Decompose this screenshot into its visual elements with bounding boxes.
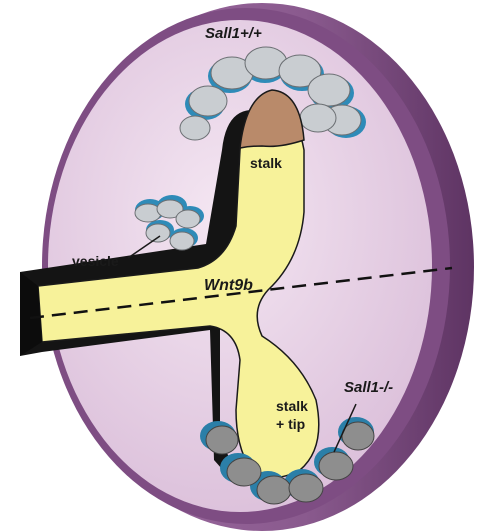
cell [289,474,323,502]
cell [257,476,291,504]
cell [180,116,210,140]
cell [342,422,374,450]
cell [146,224,170,242]
cell [206,426,238,454]
cell [319,452,353,480]
label-wnt9b: Wnt9b [204,277,253,294]
label-sall1-ko: Sall1-/- [344,379,393,396]
cell [176,210,200,228]
cell [227,458,261,486]
cell [308,74,350,106]
label-stalk-tip-line2: + tip [276,416,305,432]
label-stalk-tip-line1: stalk [276,398,308,414]
label-vesicle: vesicle [72,253,119,269]
cell [300,104,336,132]
label-sall1-wt: Sall1+/+ [205,25,262,42]
label-stalk-top: stalk [250,155,282,171]
cell [189,86,227,116]
cell [170,232,194,250]
